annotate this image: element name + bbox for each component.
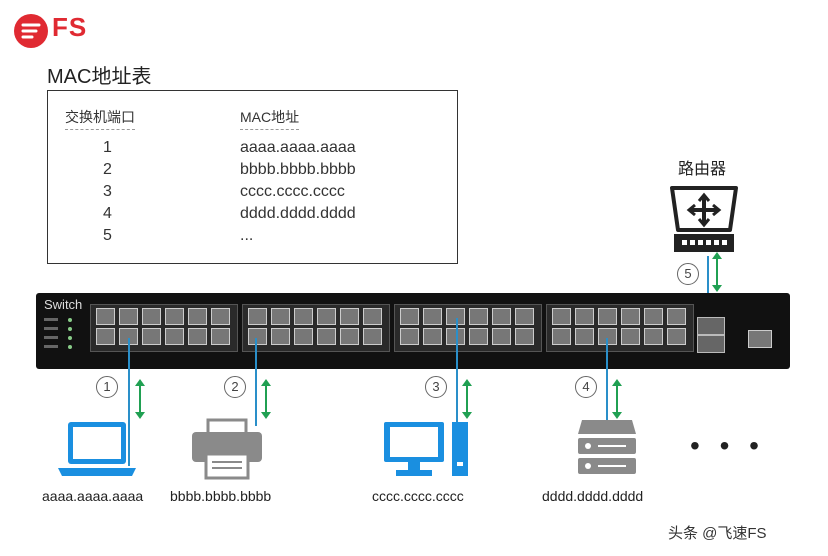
more-devices-ellipsis: • • • [690,430,765,461]
device-mac-label: dddd.dddd.dddd [542,488,644,504]
router-cable [707,256,709,310]
cable-port-2 [255,338,257,426]
rj45-port [96,328,115,345]
table-row-mac: bbbb.bbbb.bbbb [240,161,356,178]
router-icon [668,184,740,256]
rj45-port [165,308,184,325]
cable-port-1 [128,338,130,466]
server-icon [576,418,638,480]
rj45-port [142,328,161,345]
table-row-port: 3 [103,183,112,200]
rj45-port [423,308,442,325]
rj45-port [446,308,465,325]
rj45-port [340,308,359,325]
column-header-mac: MAC地址 [240,107,300,130]
port-number-badge: 1 [96,376,118,398]
rj45-port [644,328,663,345]
fs-logo-text: FS [52,12,88,42]
rj45-port [317,308,336,325]
desktop-icon [382,418,472,480]
bidirectional-arrow-icon [261,379,271,419]
port-number-badge: 4 [575,376,597,398]
rj45-port [188,328,207,345]
rj45-port [119,308,138,325]
table-row-mac: aaaa.aaaa.aaaa [240,139,356,156]
table-row-port: 4 [103,205,112,222]
rj45-port [211,308,230,325]
rj45-port [492,308,511,325]
column-header-port: 交换机端口 [65,107,135,130]
rj45-port [211,328,230,345]
printer-icon [190,418,264,480]
table-row-mac: dddd.dddd.dddd [240,205,356,222]
rj45-port [575,308,594,325]
rj45-port [446,328,465,345]
table-row-mac: cccc.cccc.cccc [240,183,345,200]
port-number-badge: 3 [425,376,447,398]
rj45-port [492,328,511,345]
bidirectional-arrow-icon [135,379,145,419]
rj45-port [317,328,336,345]
rj45-port [552,308,571,325]
device-mac-label: cccc.cccc.cccc [372,488,464,504]
bidirectional-arrow-icon [462,379,472,419]
rj45-port [363,328,382,345]
rj45-port [552,328,571,345]
rj45-port [340,328,359,345]
rj45-port [363,308,382,325]
rj45-port [142,308,161,325]
rj45-port [400,308,419,325]
device-mac-label: aaaa.aaaa.aaaa [42,488,144,504]
laptop-icon [58,418,138,480]
table-row-port: 2 [103,161,112,178]
rj45-port [248,328,267,345]
cable-port-3 [456,318,458,426]
fs-logo-icon [14,14,48,48]
rj45-port [271,328,290,345]
rj45-port [248,308,267,325]
table-row-port: 5 [103,227,112,244]
table-row-port: 1 [103,139,112,156]
rj45-port [515,328,534,345]
rj45-port [400,328,419,345]
console-port [748,330,772,348]
switch-label: Switch [44,297,83,312]
sfp-port [697,317,725,335]
table-row-mac: ... [240,227,254,244]
mac-address-table: 交换机端口 MAC地址 1 aaaa.aaaa.aaaa 2 bbbb.bbbb… [47,90,458,264]
cable-port-4 [606,338,608,424]
rj45-port [598,308,617,325]
rj45-port [165,328,184,345]
bidirectional-arrow-icon [712,252,722,292]
rj45-port [667,328,686,345]
rj45-port [271,308,290,325]
rj45-port [644,308,663,325]
watermark: 头条 @飞速FS [668,525,767,542]
rj45-port [423,328,442,345]
rj45-port [294,308,313,325]
rj45-port [621,328,640,345]
rj45-port [469,308,488,325]
rj45-port [188,308,207,325]
rj45-port [96,308,115,325]
rj45-port [667,308,686,325]
rj45-port [621,308,640,325]
switch-status-leds [42,315,78,363]
port-number-badge: 2 [224,376,246,398]
router-label: 路由器 [678,161,727,178]
rj45-port [469,328,488,345]
rj45-port [294,328,313,345]
mac-table-title: MAC地址表 [47,66,152,88]
port-number-badge: 5 [677,263,699,285]
bidirectional-arrow-icon [612,379,622,419]
rj45-port [575,328,594,345]
rj45-port [515,308,534,325]
device-mac-label: bbbb.bbbb.bbbb [170,488,272,504]
sfp-port [697,335,725,353]
